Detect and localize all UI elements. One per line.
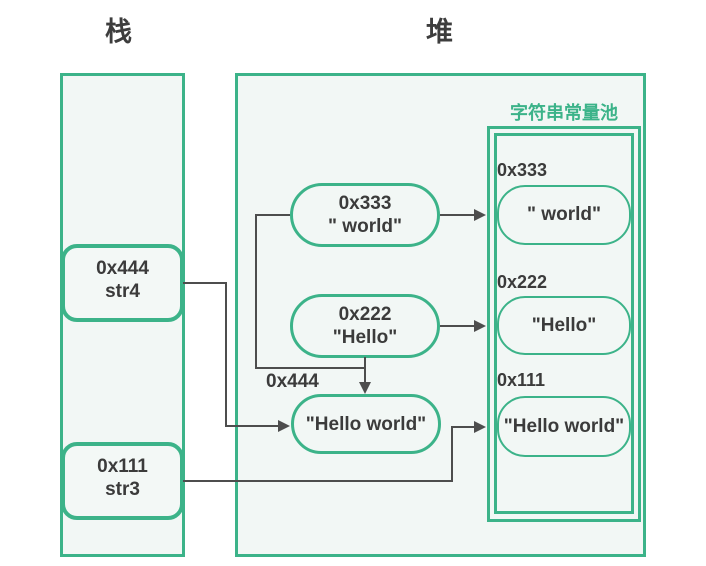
connector-str3-seg1 [183, 480, 453, 482]
connector-str3-arrowhead-icon [474, 421, 486, 433]
stack-frame-str3: 0x111 str3 [61, 442, 184, 520]
pool-entry-hello-address: 0x222 [497, 272, 548, 292]
stack-frame-str4-name: str4 [105, 281, 140, 302]
heap-object-helloworld-value: "Hello world" [305, 413, 427, 435]
pool-entry-world-address: 0x333 [497, 160, 548, 180]
connector-str3-seg2 [451, 427, 453, 482]
heap-object-hello-address: 0x222 [338, 304, 392, 325]
stack-frame-str4-address: 0x444 [96, 258, 149, 279]
connector-str3-seg3 [451, 426, 476, 428]
connector-concat-world-seg1 [256, 214, 290, 216]
stack-frame-str3-name: str3 [105, 479, 140, 500]
connector-world-to-pool-arrowhead-icon [474, 209, 486, 221]
stack-frame-str3-address: 0x111 [97, 456, 148, 477]
connector-concat-world-seg2 [255, 214, 257, 369]
pool-entry-hello-box: "Hello" [497, 296, 631, 355]
heap-title: 堆 [426, 17, 453, 47]
connector-concat-arrowhead-icon [359, 382, 371, 394]
heap-object-world-value: " world" [328, 216, 402, 237]
connector-str4-arrowhead-icon [278, 420, 290, 432]
stack-title: 栈 [105, 17, 132, 47]
pool-entry-world-value: " world" [527, 204, 601, 225]
connector-hello-to-pool-arrowhead-icon [474, 320, 486, 332]
string-pool-label: 字符串常量池 [510, 103, 618, 123]
connector-world-to-pool-seg1 [440, 214, 476, 216]
stack-frame-str4: 0x444 str4 [61, 244, 184, 322]
pool-entry-hello-value: "Hello" [531, 314, 597, 336]
heap-object-hello-value: "Hello" [332, 327, 398, 348]
connector-hello-to-pool-seg1 [440, 325, 476, 327]
connector-concat-world-seg3 [255, 367, 366, 369]
connector-str4-seg2 [225, 282, 227, 427]
connector-str4-seg1 [183, 282, 227, 284]
connector-concat-hello-seg1 [364, 357, 366, 383]
heap-object-world-address: 0x333 [338, 193, 392, 214]
pool-entry-world-box: " world" [497, 185, 631, 245]
pool-entry-helloworld-value: "Hello world" [503, 415, 625, 437]
heap-object-hello: 0x222 "Hello" [290, 294, 440, 358]
heap-object-helloworld: "Hello world" [291, 394, 441, 454]
heap-object-helloworld-ref-label: 0x444 [266, 371, 319, 392]
connector-str4-seg3 [225, 425, 279, 427]
heap-object-world: 0x333 " world" [290, 183, 440, 247]
pool-entry-helloworld-box: "Hello world" [497, 396, 631, 457]
pool-entry-helloworld-address: 0x111 [497, 370, 546, 390]
